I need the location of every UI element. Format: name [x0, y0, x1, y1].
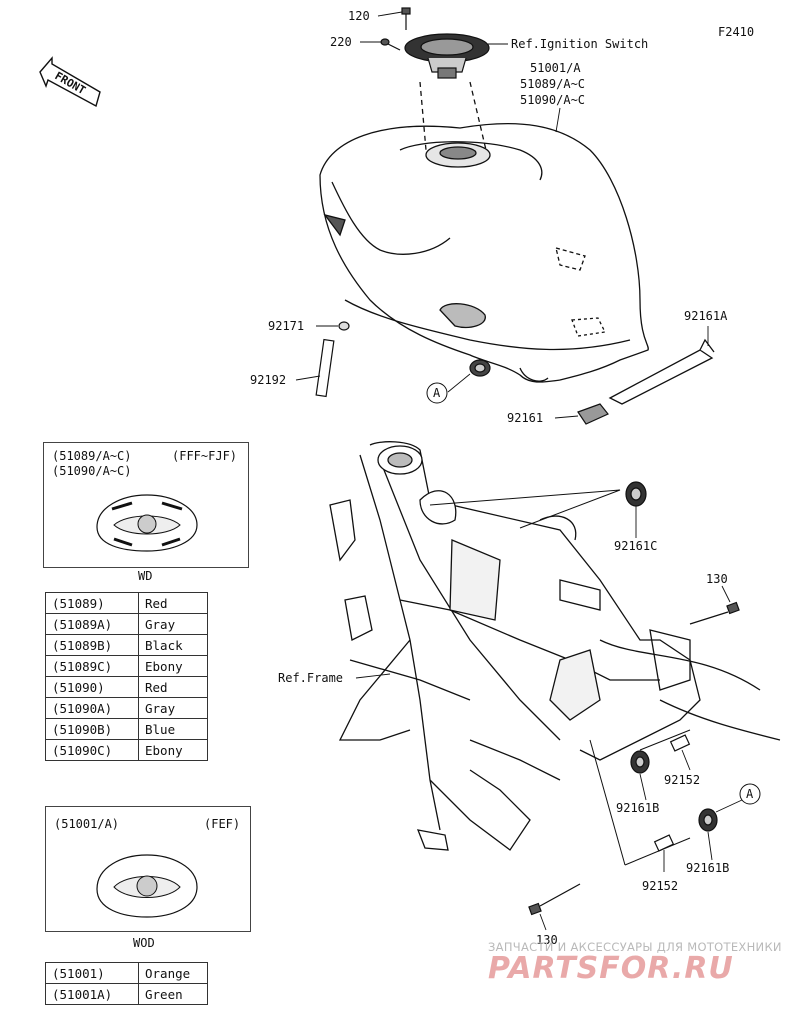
fuel-tank — [319, 81, 649, 383]
fuel-cap — [404, 33, 490, 79]
label-92171: 92171 — [268, 319, 304, 333]
variant-box-wd-line2: (51090/A~C) — [52, 464, 132, 478]
color-name-cell: Red — [138, 592, 208, 614]
table-row: (51090C)Ebony — [45, 739, 208, 761]
part-code-cell: (51089) — [45, 592, 139, 614]
part-code-cell: (51090A) — [45, 697, 139, 719]
frame — [329, 441, 781, 851]
marker-a-top — [426, 382, 448, 404]
collar-92152-b — [653, 834, 675, 852]
color-name-cell: Gray — [138, 697, 208, 719]
label-tank-51089: 51089/A~C — [520, 77, 585, 91]
label-92161A: 92161A — [684, 309, 728, 323]
label-tank-51090: 51090/A~C — [520, 93, 585, 107]
front-arrow-icon: FRONT — [39, 56, 101, 108]
variant-box-wod: (51001/A) (FEF) — [45, 806, 251, 932]
table-row: (51089A)Gray — [45, 613, 208, 635]
table-row: (51089C)Ebony — [45, 655, 208, 677]
label-marker-a-top: A — [433, 386, 441, 400]
figure-code: F2410 — [718, 25, 754, 39]
table-row: (51089B)Black — [45, 634, 208, 656]
screw-220 — [380, 38, 401, 51]
collar-92152-a — [669, 734, 691, 752]
variant-box-wd-line1: (51089/A~C) — [52, 449, 132, 463]
color-name-cell: Green — [138, 983, 208, 1005]
color-name-cell: Blue — [138, 718, 208, 740]
label-92192: 92192 — [250, 373, 286, 387]
part-code-cell: (51089C) — [45, 655, 139, 677]
label-220: 220 — [330, 35, 352, 49]
part-code-cell: (51001) — [45, 962, 139, 984]
grommet-top — [469, 359, 491, 377]
label-120-top: 120 — [348, 9, 370, 23]
bolt-130-bottom — [528, 883, 581, 916]
table-row: (51090)Red — [45, 676, 208, 698]
hose-92192 — [315, 338, 335, 398]
part-code-cell: (51089A) — [45, 613, 139, 635]
label-92161: 92161 — [507, 411, 543, 425]
variant-box-wod-line1: (51001/A) — [54, 817, 120, 831]
part-code-cell: (51090C) — [45, 739, 139, 761]
label-ref-ignition-switch: Ref.Ignition Switch — [511, 37, 648, 51]
grommet-92161B-b — [698, 808, 718, 832]
variant-box-wd-code: (FFF~FJF) — [172, 449, 238, 463]
label-92152-a: 92152 — [664, 773, 700, 787]
watermark-tagline: ЗАПЧАСТИ И АКСЕССУАРЫ ДЛЯ МОТОТЕХНИКИ — [488, 940, 782, 954]
color-name-cell: Black — [138, 634, 208, 656]
variant-box-wd-caption: WD — [138, 569, 153, 583]
label-130-bottom: 130 — [536, 933, 558, 947]
watermark-logo: PARTSFOR.RU — [488, 951, 734, 986]
label-130-right: 130 — [706, 572, 728, 586]
leader-lines-top — [295, 11, 709, 419]
grommet-92161B-a — [630, 750, 650, 774]
part-code-cell: (51090B) — [45, 718, 139, 740]
label-92161C: 92161C — [614, 539, 657, 553]
part-code-cell: (51001A) — [45, 983, 139, 1005]
color-name-cell: Ebony — [138, 655, 208, 677]
table-row: (51001A)Green — [45, 983, 208, 1005]
bolt-120 — [401, 7, 411, 30]
label-92161B-b: 92161B — [686, 861, 729, 875]
front-label: FRONT — [53, 69, 89, 97]
damper-92161 — [577, 403, 609, 425]
tank-top-view-wd — [96, 494, 198, 552]
color-table-2: (51001)Orange(51001A)Green — [45, 962, 208, 1005]
label-marker-a-bottom: A — [746, 787, 754, 801]
table-row: (51090B)Blue — [45, 718, 208, 740]
color-name-cell: Ebony — [138, 739, 208, 761]
table-row: (51001)Orange — [45, 962, 208, 984]
color-name-cell: Gray — [138, 613, 208, 635]
frame-guide-lines — [429, 489, 691, 866]
label-tank-51001: 51001/A — [530, 61, 581, 75]
grommet-92161C — [625, 481, 647, 507]
color-name-cell: Orange — [138, 962, 208, 984]
table-row: (51090A)Gray — [45, 697, 208, 719]
clip-92171 — [338, 321, 350, 331]
bolt-130-right — [689, 601, 740, 625]
label-92152-b: 92152 — [642, 879, 678, 893]
color-table-1: (51089)Red(51089A)Gray(51089B)Black(5108… — [45, 592, 208, 761]
variant-box-wod-code: (FEF) — [204, 817, 241, 831]
label-ref-frame: Ref.Frame — [278, 671, 343, 685]
color-name-cell: Red — [138, 676, 208, 698]
leader-lines-frame — [355, 506, 743, 931]
variant-box-wod-caption: WOD — [133, 936, 155, 950]
marker-a-bottom — [739, 783, 761, 805]
table-row: (51089)Red — [45, 592, 208, 614]
damper-92161A — [608, 338, 715, 405]
label-92161B-a: 92161B — [616, 801, 659, 815]
tank-top-view-wod — [96, 854, 198, 918]
part-code-cell: (51089B) — [45, 634, 139, 656]
variant-box-wd: (51089/A~C) (51090/A~C) (FFF~FJF) — [43, 442, 249, 568]
part-code-cell: (51090) — [45, 676, 139, 698]
